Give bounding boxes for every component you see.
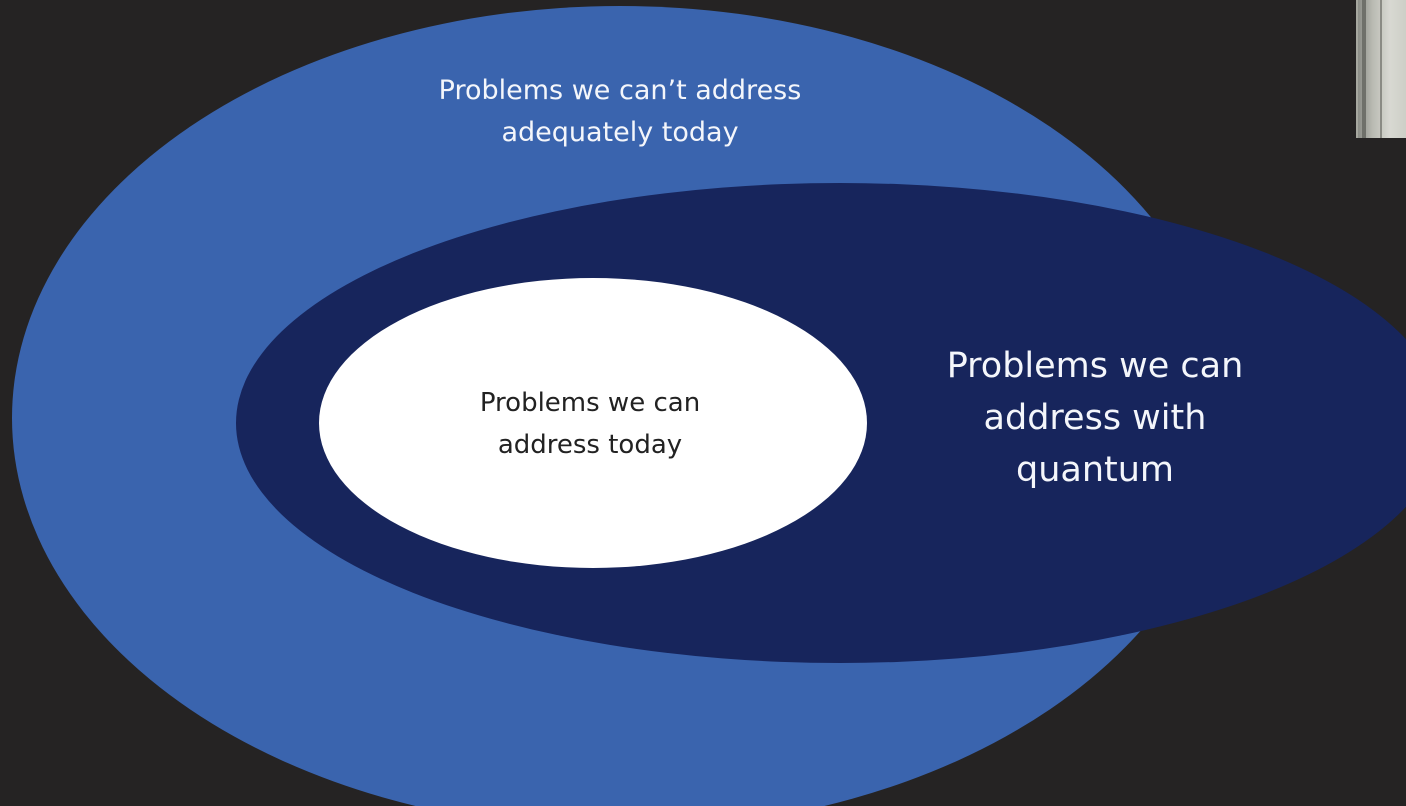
outer-region-label: Problems we can’t address adequately tod… bbox=[438, 75, 802, 148]
thumbnail-detail bbox=[1362, 0, 1366, 138]
inner-region-ellipse bbox=[319, 278, 867, 568]
inner-region-label: Problems we can address today bbox=[479, 388, 701, 460]
quantum-region-label: Problems we can address with quantum bbox=[946, 346, 1244, 490]
corner-photo-thumbnail bbox=[1356, 0, 1406, 138]
thumbnail-detail bbox=[1380, 0, 1382, 138]
